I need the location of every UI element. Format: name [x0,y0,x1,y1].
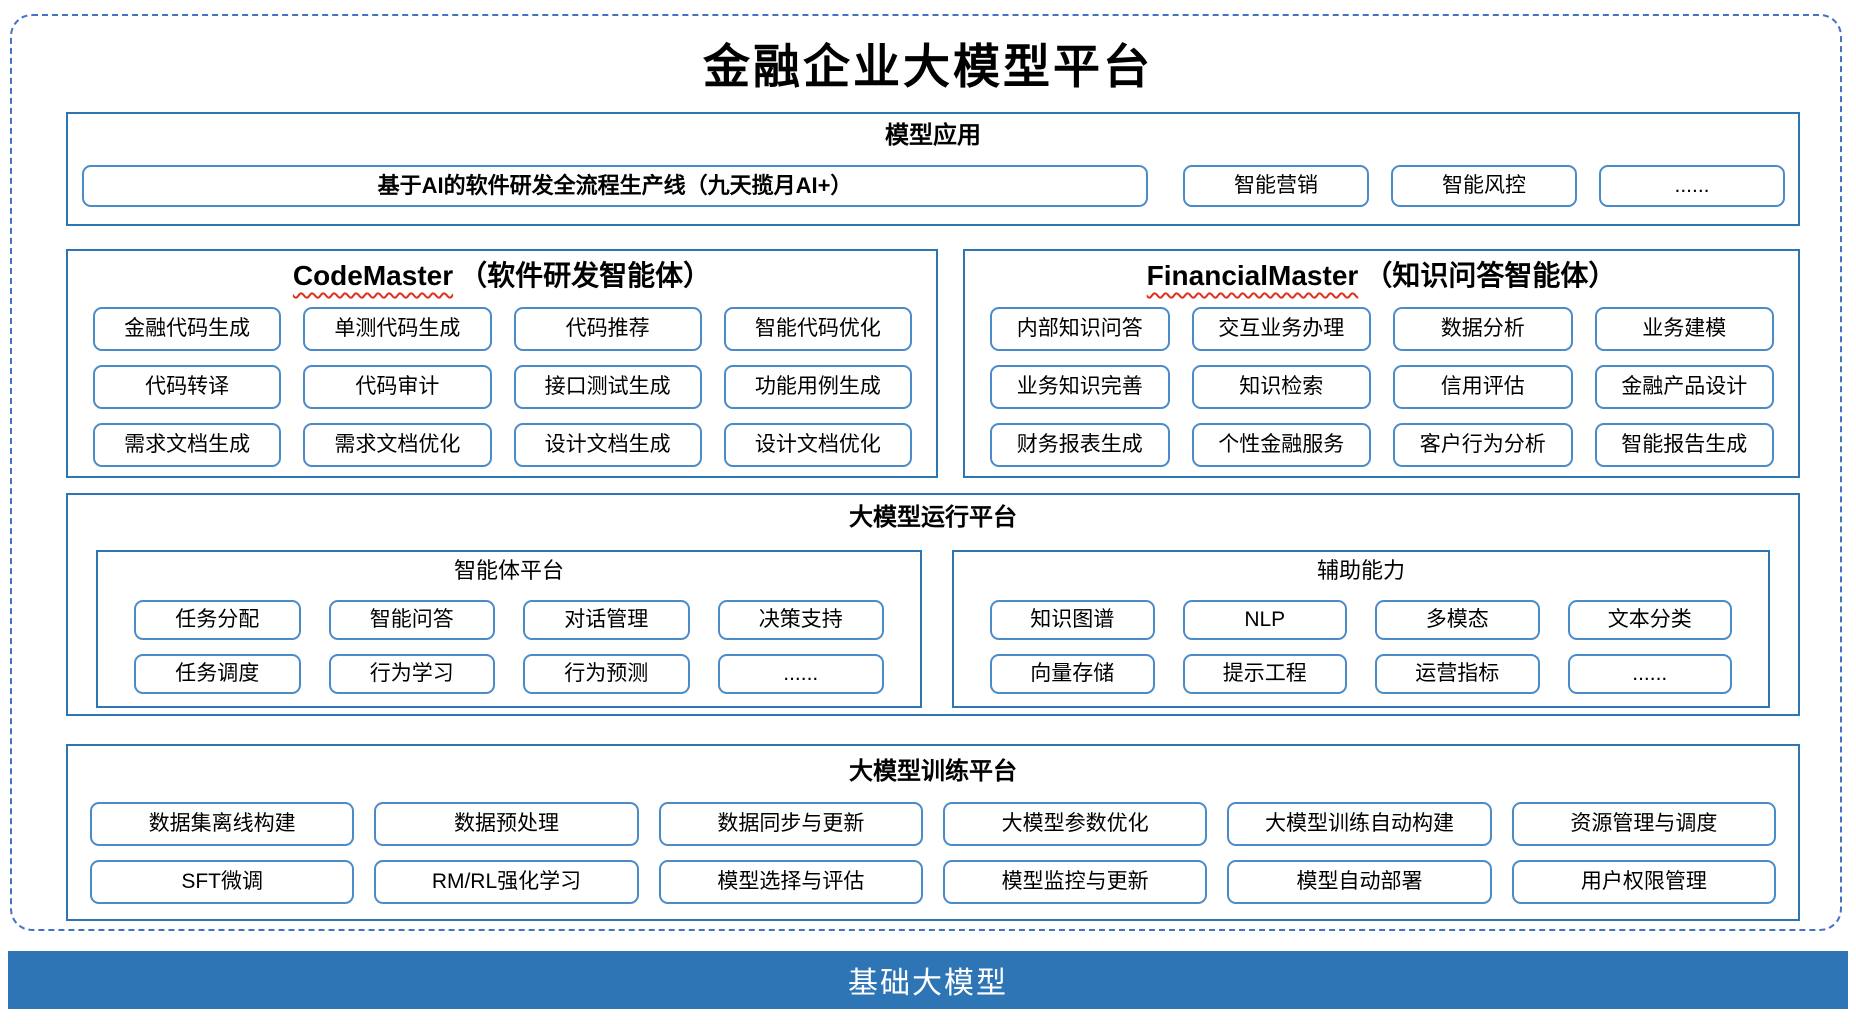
section-financialmaster: FinancialMaster（知识问答智能体） 内部知识问答交互业务办理数据分… [963,249,1800,478]
agent-platform-item-box: ...... [717,654,884,694]
financialmaster-item-box: 内部知识问答 [990,307,1170,351]
codemaster-grid: 金融代码生成单测代码生成代码推荐智能代码优化代码转译代码审计接口测试生成功能用例… [68,294,936,467]
financialmaster-item-box: 财务报表生成 [990,423,1170,467]
codemaster-item-box: 功能用例生成 [723,365,912,409]
base-model-bar: 基础大模型 [8,951,1848,1009]
training-item-box: 用户权限管理 [1511,860,1776,904]
codemaster-item-box: 接口测试生成 [513,365,702,409]
section-model-applications-title: 模型应用 [885,122,981,149]
agent-platform-item-box: 决策支持 [717,600,884,640]
training-platform-grid: 数据集离线构建数据预处理数据同步与更新大模型参数优化大模型训练自动构建资源管理与… [68,788,1798,904]
section-runtime-platform: 大模型运行平台 智能体平台 任务分配智能问答对话管理决策支持任务调度行为学习行为… [66,493,1800,716]
financialmaster-item-box: 交互业务办理 [1191,307,1371,351]
runtime-platform-title: 大模型运行平台 [849,504,1017,531]
outer-dashed-frame [10,14,1842,931]
training-item-box: SFT微调 [90,860,355,904]
financialmaster-item-box: 业务建模 [1594,307,1774,351]
financialmaster-item-box: 个性金融服务 [1191,423,1371,467]
financialmaster-item-box: 客户行为分析 [1393,423,1573,467]
aux-ability-item-box: 文本分类 [1567,600,1732,640]
financialmaster-title: FinancialMaster（知识问答智能体） [965,251,1798,294]
subsection-aux-ability: 辅助能力 知识图谱 NLP 多模态文本分类向量存储提示工程运营指标...... [952,550,1770,708]
codemaster-item-box: 单测代码生成 [303,307,492,351]
aux-ability-item-box: NLP [1182,600,1347,640]
app-small-items: 智能营销智能风控...... [1183,165,1785,207]
training-item-box: 数据集离线构建 [90,802,355,846]
training-item-box: 模型选择与评估 [658,860,923,904]
aux-ability-grid: 知识图谱 NLP 多模态文本分类向量存储提示工程运营指标...... [954,585,1768,694]
financialmaster-title-en: FinancialMaster [1146,260,1359,291]
aux-ability-item-box: 多模态 [1375,600,1540,640]
agent-platform-item-box: 智能问答 [328,600,495,640]
financialmaster-item-box: 智能报告生成 [1594,423,1774,467]
section-training-platform: 大模型训练平台 数据集离线构建数据预处理数据同步与更新大模型参数优化大模型训练自… [66,744,1800,921]
codemaster-title: CodeMaster（软件研发智能体） [68,251,936,294]
app-main-pipeline-box: 基于AI的软件研发全流程生产线（九天揽月AI+） [82,165,1148,207]
agent-platform-item-box: 行为预测 [523,654,690,694]
codemaster-item-box: 金融代码生成 [93,307,282,351]
aux-ability-item-box: 知识图谱 [990,600,1155,640]
codemaster-item-box: 需求文档生成 [93,423,282,467]
runtime-sub-row: 智能体平台 任务分配智能问答对话管理决策支持任务调度行为学习行为预测......… [68,550,1798,708]
app-item-box: 智能营销 [1183,165,1369,207]
agent-platform-item-box: 任务调度 [134,654,301,694]
codemaster-title-zh: （软件研发智能体） [459,260,712,291]
page-title: 金融企业大模型平台 [703,40,1153,95]
aux-ability-title: 辅助能力 [1316,558,1405,583]
codemaster-title-en: CodeMaster [292,260,454,291]
codemaster-item-box: 智能代码优化 [723,307,912,351]
subsection-agent-platform: 智能体平台 任务分配智能问答对话管理决策支持任务调度行为学习行为预测...... [96,550,922,708]
codemaster-item-box: 代码推荐 [513,307,702,351]
agent-platform-title: 智能体平台 [453,558,564,583]
codemaster-item-box: 设计文档生成 [513,423,702,467]
section-codemaster: CodeMaster（软件研发智能体） 金融代码生成单测代码生成代码推荐智能代码… [66,249,938,478]
training-item-box: 模型自动部署 [1227,860,1492,904]
app-item-box: ...... [1599,165,1785,207]
codemaster-item-box: 代码审计 [303,365,492,409]
financialmaster-item-box: 金融产品设计 [1594,365,1774,409]
financialmaster-item-box: 业务知识完善 [990,365,1170,409]
aux-ability-item-box: 提示工程 [1182,654,1347,694]
training-item-box: RM/RL强化学习 [374,860,639,904]
training-item-box: 模型监控与更新 [943,860,1208,904]
codemaster-item-box: 设计文档优化 [723,423,912,467]
codemaster-item-box: 代码转译 [93,365,282,409]
codemaster-item-box: 需求文档优化 [303,423,492,467]
training-item-box: 数据预处理 [374,802,639,846]
agent-platform-item-box: 任务分配 [134,600,301,640]
financialmaster-item-box: 知识检索 [1191,365,1371,409]
training-item-box: 大模型参数优化 [943,802,1208,846]
aux-ability-item-box: ...... [1567,654,1732,694]
financialmaster-title-zh: （知识问答智能体） [1364,260,1617,291]
financialmaster-item-box: 信用评估 [1393,365,1573,409]
aux-ability-item-box: 向量存储 [990,654,1155,694]
model-applications-row: 基于AI的软件研发全流程生产线（九天揽月AI+） 智能营销智能风控...... [68,165,1798,207]
financialmaster-grid: 内部知识问答交互业务办理数据分析业务建模业务知识完善知识检索信用评估金融产品设计… [965,294,1798,467]
training-item-box: 资源管理与调度 [1511,802,1776,846]
agent-platform-item-box: 对话管理 [523,600,690,640]
financialmaster-item-box: 数据分析 [1393,307,1573,351]
training-item-box: 大模型训练自动构建 [1227,802,1492,846]
app-item-box: 智能风控 [1391,165,1577,207]
agent-platform-item-box: 行为学习 [328,654,495,694]
section-model-applications: 模型应用 基于AI的软件研发全流程生产线（九天揽月AI+） 智能营销智能风控..… [66,112,1800,226]
training-item-box: 数据同步与更新 [658,802,923,846]
agent-platform-grid: 任务分配智能问答对话管理决策支持任务调度行为学习行为预测...... [98,585,920,694]
training-platform-title: 大模型训练平台 [849,758,1017,785]
aux-ability-item-box: 运营指标 [1375,654,1540,694]
